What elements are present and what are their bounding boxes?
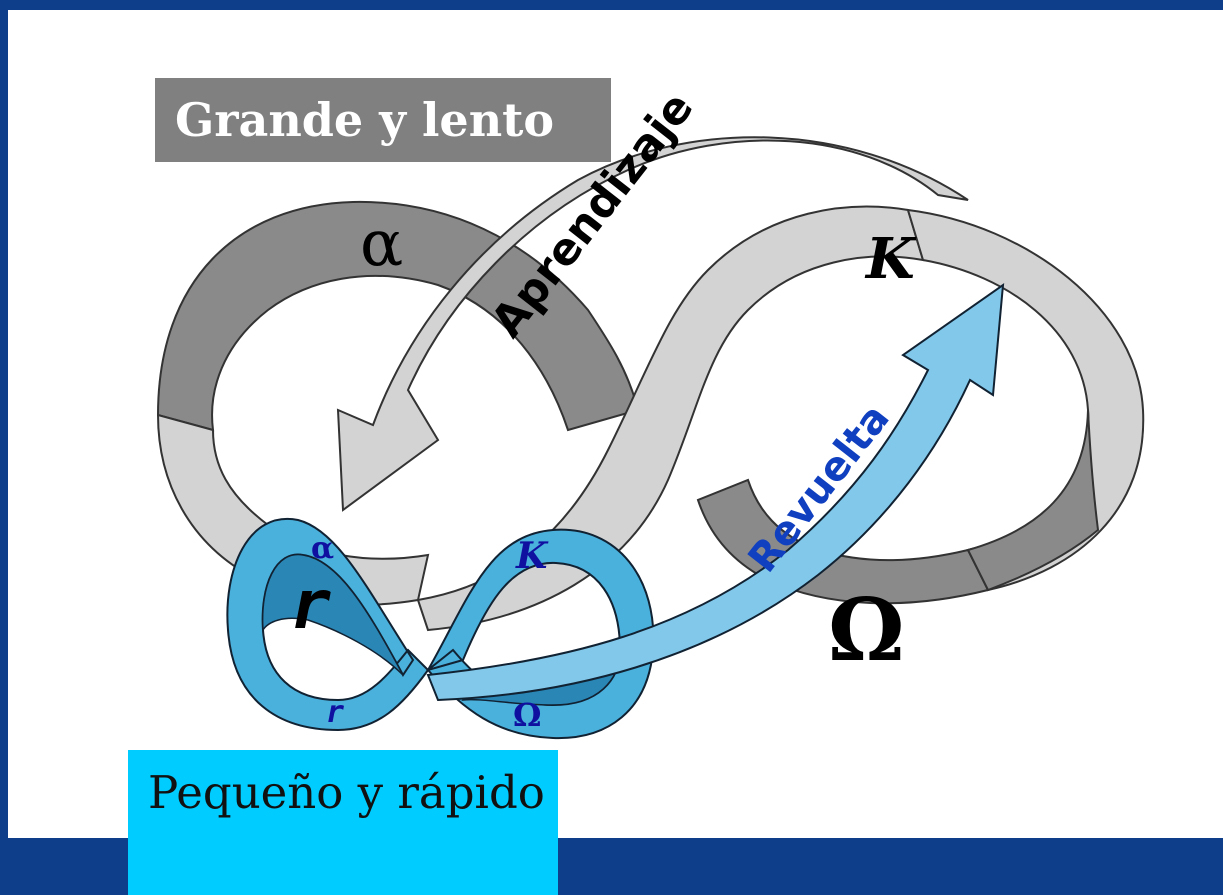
revolt-arrow-body xyxy=(426,282,1005,702)
small-k-symbol: K xyxy=(515,535,549,577)
big-k-symbol: K xyxy=(864,226,917,292)
small-alpha-symbol: α xyxy=(311,531,334,566)
large-slow-label: Grande y lento xyxy=(155,78,611,162)
big-omega-symbol: Ω xyxy=(828,580,905,681)
small-r-symbol: r xyxy=(326,695,344,730)
learning-arrow-body xyxy=(336,136,969,512)
large-loop-right-fold xyxy=(966,409,1100,592)
big-alpha-symbol: α xyxy=(360,207,403,281)
small-omega-symbol: Ω xyxy=(513,696,541,734)
big-r-symbol: r xyxy=(290,566,331,645)
small-fast-label: Pequeño y rápido xyxy=(128,750,558,895)
small-loop-left-inner xyxy=(261,553,404,676)
